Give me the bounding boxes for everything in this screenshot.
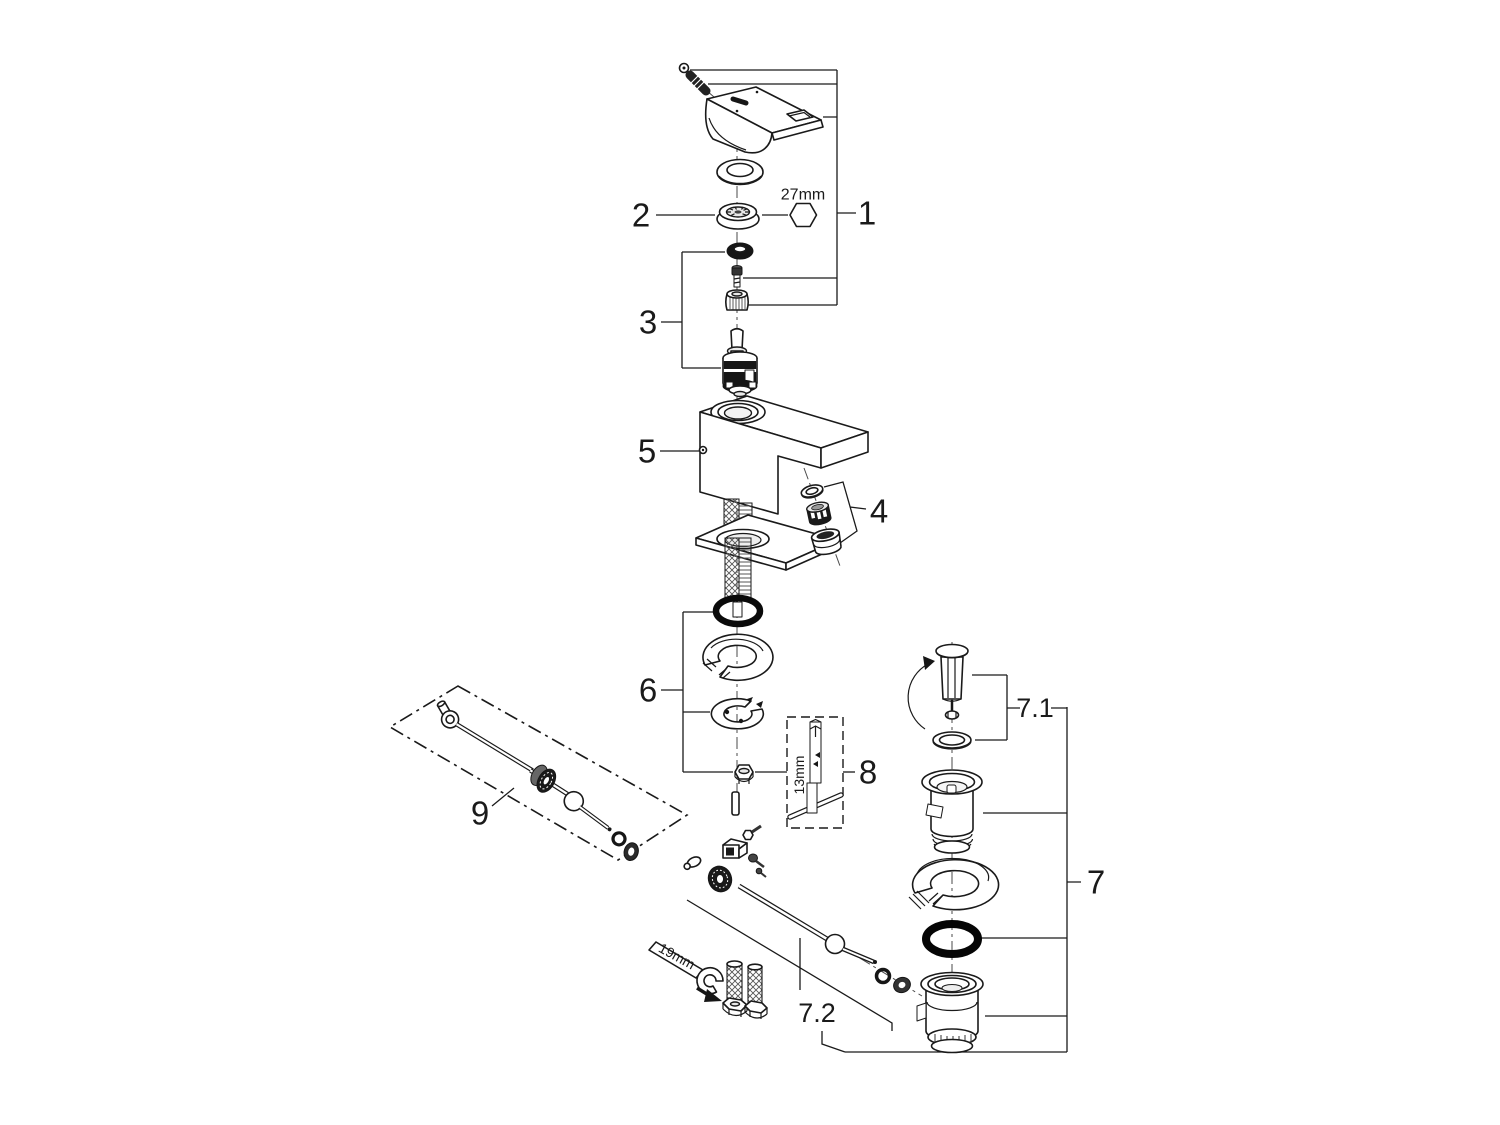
drain-body <box>921 769 983 854</box>
bracket-part6 <box>661 611 787 773</box>
box-part8 <box>786 716 844 829</box>
pivot-bolt <box>742 824 762 841</box>
rod-knurled-nut <box>536 768 557 793</box>
bracket-part7 <box>845 707 1081 1053</box>
label-part2: 2 <box>632 197 650 234</box>
part4-aerator <box>800 484 842 556</box>
aerator-housing <box>810 528 842 556</box>
bracket-part7-2 <box>686 899 893 1053</box>
handle-dome-ring <box>716 158 764 186</box>
pivot-oring <box>874 967 892 985</box>
callout-brackets <box>388 69 1081 1053</box>
hose-nut-left <box>722 997 748 1017</box>
bracket-part3 <box>661 251 725 369</box>
pivot-knurled-nut <box>707 865 733 893</box>
aerator-washer <box>800 484 824 499</box>
hose-nut-right <box>744 1000 768 1019</box>
supply-hoses <box>722 960 768 1019</box>
label-part3: 3 <box>639 304 657 341</box>
label-part5: 5 <box>638 433 656 470</box>
pivot-block <box>722 838 748 859</box>
part1-handle-assembly <box>678 62 824 186</box>
drain-bottom-flange <box>916 971 984 1054</box>
pivot-pin <box>731 791 740 816</box>
drain-wavy-clamp <box>908 857 1000 911</box>
rotate-arrowhead <box>923 656 935 670</box>
aerator-insert <box>806 501 832 526</box>
pivot-screws <box>748 853 767 878</box>
part7-drain-set <box>908 769 1000 1054</box>
part7-1-popup-plug <box>907 643 972 750</box>
box-part9 <box>388 685 689 861</box>
wrench-arrowhead <box>704 989 722 1002</box>
cartridge <box>722 327 758 398</box>
part7-2-pivot-rod <box>683 791 911 994</box>
label-part7-1: 7.1 <box>1016 693 1054 723</box>
rod-ball <box>563 790 585 812</box>
label-part1: 1 <box>858 195 876 232</box>
wrench-19mm <box>648 941 724 1002</box>
label-part6: 6 <box>639 672 657 709</box>
label-part7: 7 <box>1087 864 1105 901</box>
drain-oring <box>922 920 982 958</box>
rod-oring <box>611 831 627 847</box>
pivot-washer <box>893 976 911 994</box>
hexagon-27mm <box>789 202 818 228</box>
cartridge-screw <box>731 265 743 288</box>
hex-nut <box>734 764 754 784</box>
label-part8: 8 <box>859 754 877 791</box>
handle-screw <box>678 62 711 96</box>
label-13mm: 13mm <box>791 756 807 795</box>
oring-large <box>712 594 764 628</box>
pivot-plug <box>683 856 702 871</box>
part5-faucet-body <box>698 395 869 515</box>
label-27mm: 27mm <box>781 187 825 204</box>
pivot-ball <box>824 933 846 955</box>
part2-cap-nut <box>716 202 760 230</box>
handle-lever <box>704 86 824 154</box>
label-part9: 9 <box>471 795 489 832</box>
callout-labels: 1 2 3 4 5 6 7 7.1 7.2 8 9 27mm 13mm 19mm <box>471 187 1105 1029</box>
cartridge-adapter <box>725 289 749 311</box>
part6-mounting-set <box>702 594 774 784</box>
hex-size-callout <box>789 202 818 228</box>
horseshoe-clamp <box>710 697 765 730</box>
cartridge-ring <box>726 242 754 260</box>
part8-socket-tool <box>787 718 844 820</box>
label-part7-2: 7.2 <box>798 998 836 1028</box>
part9-popup-rod-kit <box>436 700 639 862</box>
bracket-part7-1 <box>972 674 1067 741</box>
wavy-gasket <box>702 633 774 682</box>
bracket-part1 <box>690 69 856 306</box>
part3-cartridge-group <box>722 242 758 398</box>
label-part4: 4 <box>870 493 888 530</box>
rod-washer <box>623 842 639 862</box>
bracket-part4 <box>823 481 867 544</box>
